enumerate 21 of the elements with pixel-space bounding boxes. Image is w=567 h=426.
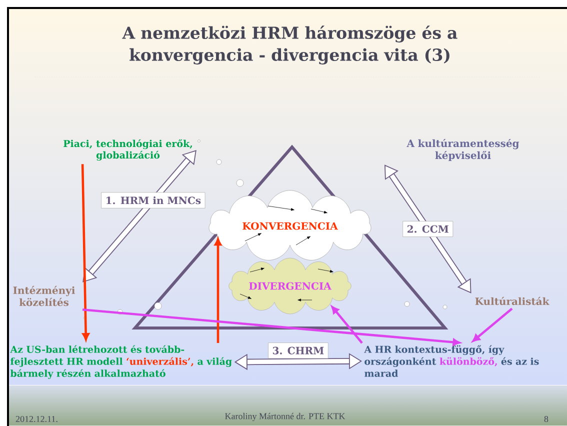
title: A nemzetközi HRM háromszöge és a konvergencia - divergencia vita (3)	[122, 26, 458, 64]
edge-label: 2. CCM	[402, 221, 454, 237]
process-text: Piaci, technológiai erők, globalizáció	[64, 139, 192, 161]
group-text: A kultúramentesség képviselői	[406, 138, 520, 162]
arrow	[214, 238, 222, 343]
arrow	[81, 164, 90, 341]
edge-label: 3. CHRM	[268, 342, 328, 359]
statement-text: Az US-ban létrehozott és tovább-fejlesztett HR modell ‘univerzális’, a világ bármely részén alkalmazható	[10, 345, 232, 379]
arrow	[472, 308, 513, 342]
arrow	[82, 308, 460, 346]
group-text: Intézményi közelítés	[13, 286, 75, 306]
cloud: DIVERGENCIA	[228, 258, 352, 314]
author-text: Karoliny Mártonné dr. PTE KTK	[225, 412, 346, 422]
arrow	[82, 150, 196, 282]
cloud: KONVERGENCIA	[208, 190, 372, 260]
arrow	[331, 306, 363, 344]
statement-text: A HR kontextus-függő, így országonként különböző, és az is marad	[364, 345, 539, 377]
edge-label: 1. HRM in MNCs	[101, 192, 206, 208]
page-number: 8	[544, 416, 548, 422]
group-text: Kultúralisták	[475, 296, 550, 306]
date-text: 2012.12.11.	[16, 416, 58, 422]
